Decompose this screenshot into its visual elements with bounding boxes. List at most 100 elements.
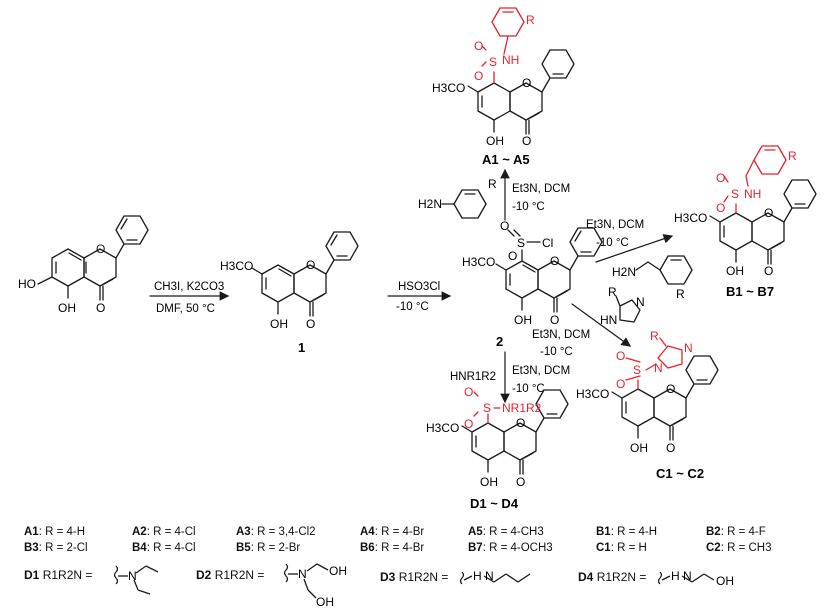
- reagent-a-line2: -10 °C: [512, 201, 545, 213]
- legend-b3: B3: R = 2-Cl: [24, 542, 88, 554]
- series-c-sulfur: S: [633, 363, 641, 377]
- series-c-label: C1 ~ C2: [656, 466, 704, 481]
- legend-d1: D1 R1R2N =: [24, 568, 93, 582]
- series-d-oh: OH: [480, 475, 498, 489]
- reagent-step1-line2: DMF, 50 °C: [156, 303, 215, 315]
- compound-2-sulfur: S: [517, 236, 525, 250]
- compound-2-ring-o: O: [550, 254, 559, 268]
- series-d-red-substituent: [473, 391, 501, 417]
- reagent-c-r: R: [608, 285, 617, 299]
- substituent-legend: A1: R = 4-H A2: R = 4-Cl A3: R = 3,4-Cl2…: [0, 520, 826, 608]
- compound-1-ring-o: O: [306, 258, 315, 272]
- reagent-c-imidazole: [615, 295, 641, 323]
- reagent-d-line2: -10 °C: [512, 383, 545, 395]
- compound-1-methoxy: H3CO: [220, 259, 253, 273]
- legend-b6: B6: R = 4-Br: [360, 542, 425, 554]
- series-d-o1: O: [464, 385, 473, 399]
- series-d-o2: O: [464, 417, 473, 431]
- series-c-methoxy: H3CO: [576, 387, 609, 401]
- series-c-r: R: [650, 329, 659, 343]
- series-d-carbonyl: O: [516, 475, 525, 489]
- legend-d4: D4 R1R2N =: [578, 570, 647, 584]
- legend-b4: B4: R = 4-Cl: [132, 542, 196, 554]
- chrysin-structure: [37, 215, 149, 301]
- legend-a4: A4: R = 4-Br: [360, 526, 425, 538]
- reagent-b-benzylamine: [635, 255, 693, 285]
- arrow-step-b: [595, 234, 674, 263]
- legend-a3: A3: R = 3,4-Cl2: [236, 526, 316, 538]
- legend-d1-structure: N: [113, 565, 159, 595]
- legend-d2-oh1: OH: [329, 564, 347, 578]
- reagent-a-aniline: [441, 189, 487, 219]
- reagent-c-nh: HN: [600, 313, 617, 327]
- series-c-carbonyl: O: [666, 441, 675, 455]
- legend-a5: A5: R = 4-CH3: [468, 526, 544, 538]
- compound-2-o2: O: [508, 249, 517, 263]
- chrysin-oh-bottom: OH: [58, 301, 76, 315]
- series-c-ring-o: O: [666, 382, 675, 396]
- compound-2-structure: [495, 227, 603, 313]
- series-a-o2: O: [474, 69, 483, 83]
- series-c-red-substituent: [625, 337, 683, 381]
- reagent-b-amine: H2N: [612, 265, 636, 279]
- series-b-sulfur: S: [731, 187, 739, 201]
- legend-d4-structure: H N OH: [657, 569, 734, 588]
- series-b-o1: O: [716, 171, 725, 185]
- legend-b7: B7: R = 4-OCH3: [468, 542, 553, 554]
- legend-a1: A1: R = 4-H: [24, 526, 86, 538]
- series-a-o1: O: [474, 39, 483, 53]
- legend-c1: C1: R = H: [596, 542, 647, 554]
- reagent-d-line1: Et3N, DCM: [512, 365, 570, 377]
- reagent-b-line2: -10 °C: [596, 237, 629, 249]
- compound-2-label: 2: [496, 334, 503, 349]
- series-b-ring-o: O: [764, 206, 773, 220]
- chrysin-oh-top: HO: [18, 277, 36, 291]
- legend-d3-n: H N: [473, 569, 494, 583]
- series-c-structure: [611, 355, 719, 441]
- legend-d4-oh: OH: [716, 574, 734, 588]
- legend-b1: B1: R = 4-H: [596, 526, 658, 538]
- series-c-o2: O: [616, 377, 625, 391]
- reagent-d-amine: HNR1R2: [450, 371, 496, 383]
- legend-c2: C2: R = CH3: [706, 542, 772, 554]
- series-a-nh: NH: [502, 53, 519, 67]
- chrysin-carbonyl: O: [96, 301, 105, 315]
- series-a-red-substituent: [481, 7, 525, 67]
- series-c-o1: O: [616, 349, 625, 363]
- reagent-a-amine: H2N: [418, 197, 442, 211]
- compound-2-methoxy: H3CO: [462, 255, 495, 269]
- series-d-ring-o: O: [516, 416, 525, 430]
- series-d-label: D1 ~ D4: [470, 496, 519, 511]
- legend-d3: D3 R1R2N =: [380, 570, 449, 584]
- series-a-structure: [467, 49, 575, 135]
- legend-d3-structure: H N: [459, 569, 531, 585]
- reagent-step1-line1: CH3I, K2CO3: [154, 281, 224, 293]
- series-a-oh: OH: [486, 134, 504, 148]
- legend-b2: B2: R = 4-F: [706, 526, 766, 538]
- series-a-r: R: [526, 13, 535, 27]
- series-b-structure: [709, 179, 817, 265]
- series-d-structure: [461, 389, 569, 475]
- reagent-b-r: R: [676, 287, 685, 301]
- legend-d1-n: N: [128, 569, 137, 583]
- series-b-carbonyl: O: [764, 264, 773, 278]
- reagent-a-r: R: [488, 177, 497, 191]
- compound-1-carbonyl: O: [306, 317, 315, 331]
- compound-2-o1: O: [500, 219, 509, 233]
- series-a-carbonyl: O: [522, 134, 531, 148]
- compound-2-oh: OH: [514, 313, 532, 327]
- series-b-r: R: [788, 149, 797, 163]
- compound-1-structure: [251, 231, 359, 317]
- series-b-oh: OH: [726, 264, 744, 278]
- series-d-sulfur: S: [483, 401, 491, 415]
- reagent-step2-line1: HSO3Cl: [398, 281, 440, 293]
- legend-d2: D2 R1R2N =: [196, 568, 265, 582]
- legend-b5: B5: R = 2-Br: [236, 542, 301, 554]
- series-a-label: A1 ~ A5: [482, 152, 530, 167]
- reagent-a-line1: Et3N, DCM: [512, 183, 570, 195]
- series-a-methoxy: H3CO: [432, 81, 465, 95]
- legend-d4-n: H N: [671, 569, 692, 583]
- arrow-step-c: [571, 303, 631, 347]
- series-a-sulfur: S: [489, 55, 497, 69]
